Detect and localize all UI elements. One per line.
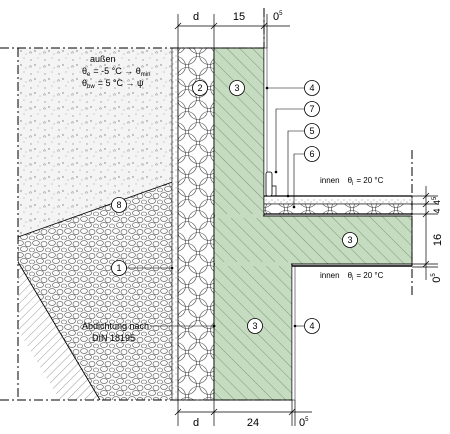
dim-top-gap: 05 — [273, 11, 283, 23]
dim-right-slab: 16 — [432, 234, 444, 246]
concrete-joint-cover — [215, 262, 291, 266]
dim-right-gap: 05 — [431, 273, 443, 283]
perimeter-insulation — [177, 47, 215, 401]
impact-insulation — [263, 203, 413, 215]
floor-screed — [263, 195, 413, 205]
leader-dots — [170, 86, 297, 328]
skirting-board — [265, 171, 273, 197]
waterproofing-note-line2: DIN 18195 — [92, 333, 135, 343]
marker-circles — [111, 80, 358, 334]
dim-top-wall: 15 — [233, 11, 245, 23]
marker-label-6: 6 — [309, 149, 314, 159]
dim-bottom-gap: 05 — [299, 417, 309, 429]
top-dimension-chain — [174, 14, 290, 48]
waterproofing-note-line1: Abdichtung nach — [82, 321, 149, 331]
bottom-dimension-chain — [174, 400, 312, 426]
floor-slab — [213, 215, 413, 265]
marker-label-8: 8 — [116, 200, 121, 210]
marker-label-3-slab: 3 — [347, 235, 352, 245]
dim-bottom-wall: 24 — [247, 417, 259, 429]
marker-label-1: 1 — [116, 263, 121, 273]
marker-label-4-lower: 4 — [309, 321, 314, 331]
soil-boundary-line — [17, 179, 179, 238]
lower-wall — [213, 263, 293, 401]
concrete-joint-cover — [215, 214, 263, 218]
dim-right-insulation: 4 — [432, 208, 442, 213]
marker-label-3-lower-wall: 3 — [252, 321, 257, 331]
marker-label-5: 5 — [309, 126, 314, 136]
leader-lines — [126, 87, 304, 327]
upper-wall — [213, 47, 265, 217]
waterproofing-layer — [171, 47, 179, 401]
marker-label-4-upper: 4 — [309, 83, 314, 93]
outside-title: außen — [90, 54, 116, 64]
edge-strip — [272, 185, 277, 196]
gravel-region — [18, 180, 178, 400]
dim-right-screed: 45 — [432, 196, 442, 205]
dim-bottom-d: d — [193, 417, 199, 429]
waterproofing-leader-dot — [212, 324, 216, 328]
marker-label-7: 7 — [309, 104, 314, 114]
dim-top-d: d — [193, 11, 199, 23]
interior-plaster-lower — [291, 265, 296, 401]
marker-label-3-upper-wall: 3 — [234, 83, 239, 93]
right-dimension-chain — [412, 186, 438, 280]
marker-label-2: 2 — [197, 83, 202, 93]
outside-theta-bw: θbw= 5 °C → ψ — [82, 78, 143, 90]
rock-boundary-line — [17, 261, 101, 401]
outside-theta-e: θe= -5 °C → θmin — [82, 66, 150, 78]
soil-region — [18, 48, 178, 237]
